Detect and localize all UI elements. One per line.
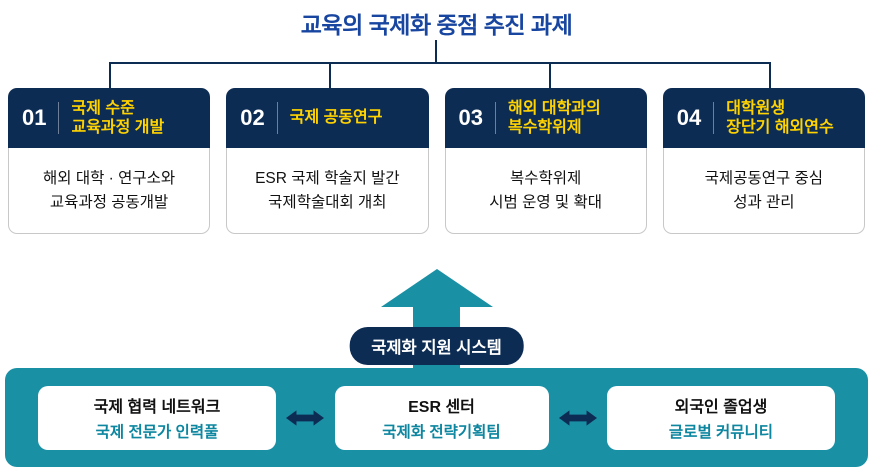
double-arrow-icon [558,409,597,426]
task-card-3: 03 해외 대학과의 복수학위제 복수학위제 시범 운영 및 확대 [444,88,647,234]
double-arrow-icon [286,409,325,426]
alumni-box-subtitle: 글로벌 커뮤니티 [668,424,774,441]
task-card-3-header: 03 해외 대학과의 복수학위제 [444,88,647,148]
task-card-1-number: 01 [22,105,47,130]
esr-center-box-title: ESR 센터 [408,399,475,416]
task-card-1-title: 국제 수준 교육과정 개발 [71,99,165,136]
divider [276,102,278,134]
task-card-2-body: ESR 국제 학술지 발간 국제학술대회 개최 [226,148,429,234]
task-card-2-header: 02 국제 공동연구 [226,88,429,148]
network-box: 국제 협력 네트워크 국제 전문가 인력풀 [38,385,276,450]
connector-horizontal [109,62,771,64]
divider [713,102,715,134]
task-card-4: 04 대학원생 장단기 해외연수 국제공동연구 중심 성과 관리 [662,88,865,234]
support-band: 국제 협력 네트워크 국제 전문가 인력풀 ESR 센터 국제화 전략기획팀 외… [5,368,868,467]
connector-stub [435,40,437,62]
connector-drop-3 [549,62,551,88]
task-card-4-title: 대학원생 장단기 해외연수 [726,99,834,136]
alumni-box-title: 외국인 졸업생 [674,399,768,416]
task-card-3-title: 해외 대학과의 복수학위제 [507,99,601,136]
up-arrow-icon [381,269,493,307]
task-cards: 01 국제 수준 교육과정 개발 해외 대학 · 연구소와 교육과정 공동개발 … [8,88,865,234]
network-box-title: 국제 협력 네트워크 [93,399,221,416]
divider [58,102,60,134]
task-card-1: 01 국제 수준 교육과정 개발 해외 대학 · 연구소와 교육과정 공동개발 [8,88,211,234]
connector-drop-1 [109,62,111,88]
esr-center-box-subtitle: 국제화 전략기획팀 [382,424,501,441]
task-card-4-header: 04 대학원생 장단기 해외연수 [662,88,865,148]
task-card-2: 02 국제 공동연구 ESR 국제 학술지 발간 국제학술대회 개최 [226,88,429,234]
task-card-2-title: 국제 공동연구 [289,109,383,127]
task-card-3-number: 03 [458,105,483,130]
page-title: 교육의 국제화 중점 추진 과제 [300,12,573,38]
task-card-1-header: 01 국제 수준 교육과정 개발 [8,88,211,148]
network-box-subtitle: 국제 전문가 인력풀 [95,424,219,441]
support-system-label: 국제화 지원 시스템 [349,327,524,365]
task-card-3-body: 복수학위제 시범 운영 및 확대 [444,148,647,234]
task-card-1-body: 해외 대학 · 연구소와 교육과정 공동개발 [8,148,211,234]
task-card-4-body: 국제공동연구 중심 성과 관리 [662,148,865,234]
task-card-2-number: 02 [240,105,265,130]
connector-drop-4 [769,62,771,88]
alumni-box: 외국인 졸업생 글로벌 커뮤니티 [607,385,835,450]
connector-drop-2 [329,62,331,88]
esr-center-box: ESR 센터 국제화 전략기획팀 [334,385,549,450]
task-card-4-number: 04 [676,105,702,130]
divider [494,102,496,134]
